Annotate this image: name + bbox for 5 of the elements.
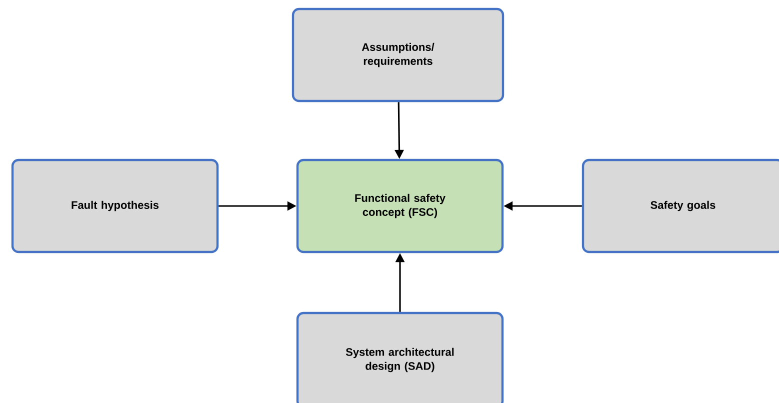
input-box: Assumptions/ requirements [292, 8, 504, 102]
input-box: Fault hypothesis [11, 158, 219, 254]
concept-box: Functional safety concept (FSC) [296, 158, 504, 254]
input-box: System architectural design (SAD) [296, 312, 504, 403]
input-box: Safety goals [582, 158, 779, 254]
